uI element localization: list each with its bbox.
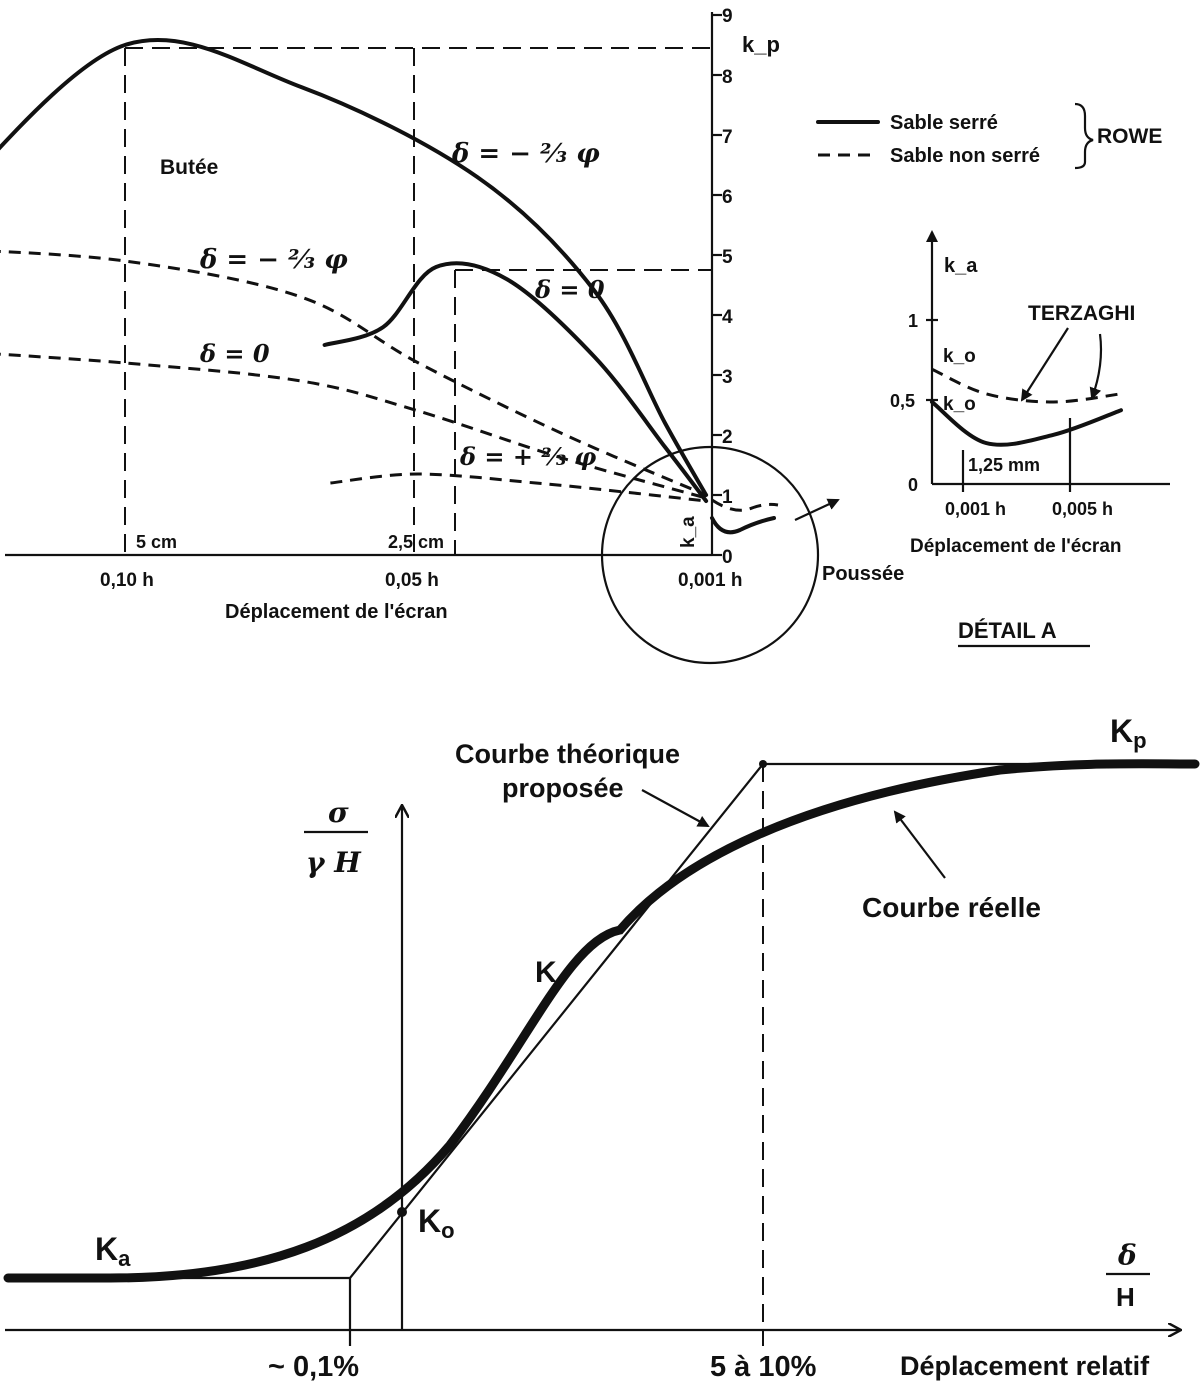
rowe-poussee-dense	[710, 516, 776, 535]
detail-marker-125mm: 1,25 mm	[968, 455, 1040, 475]
level-kp: Kp	[1110, 713, 1147, 753]
level-k: K	[535, 956, 557, 989]
detail-a-chart: k_a 0 0,5 1 1,25 mm 0,001 h 0,005 h Dépl…	[890, 230, 1170, 648]
svg-text:1: 1	[722, 487, 733, 508]
rowe-y-tick: 7	[712, 127, 733, 148]
detail-label-ko-lower: k_o	[943, 394, 976, 415]
annotation-theoretical-1: Courbe théorique	[455, 739, 680, 769]
detail-x-tick: 0,005 h	[1052, 499, 1113, 519]
label-loose-neg: δ = − ²⁄₃ φ	[199, 245, 348, 275]
detail-a-circle	[600, 445, 820, 665]
svg-text:8: 8	[722, 67, 733, 88]
detail-y-tick-label: 0	[908, 475, 918, 495]
legend-group-label: ROWE	[1097, 125, 1162, 148]
label-dense-zero: δ = 0	[534, 275, 605, 304]
rowe-x-tick-005h: 0,05 h	[385, 570, 439, 591]
annotation-theoretical-arrow	[641, 789, 710, 827]
annotation-real-arrow	[893, 810, 946, 879]
theoretical-curve	[5, 762, 1195, 1280]
rowe-y-label-ka: k_a	[678, 516, 699, 548]
detail-x-axis-label: Déplacement de l'écran	[910, 536, 1122, 557]
detail-y-tick-label: 0,5	[890, 391, 915, 411]
rowe-poussee-loose	[711, 498, 779, 512]
rowe-series	[0, 38, 709, 503]
annotation-theoretical-2: proposée	[502, 773, 624, 803]
rowe-x-tick-0001h: 0,001 h	[678, 570, 742, 591]
stress-x-label-num: δ	[1117, 1239, 1137, 1272]
legend: Sable serré Sable non serré ROWE	[816, 102, 1162, 170]
rowe-series-loose_zero	[0, 352, 707, 500]
rowe-y-tick: 8	[712, 67, 733, 88]
level-ka: Ka	[95, 1231, 131, 1271]
rowe-series-loose_pos	[330, 472, 707, 503]
rowe-series-loose_neg	[0, 249, 707, 497]
rowe-y-tick: 2	[712, 427, 733, 448]
stress-tick-01-label: ~ 0,1%	[268, 1351, 359, 1383]
svg-text:3: 3	[722, 367, 733, 388]
detail-terzaghi-arrow-1	[1020, 327, 1069, 402]
real-curve	[3, 759, 1200, 1283]
detail-a-arrow	[794, 498, 840, 521]
detail-series-lower	[930, 400, 1123, 447]
stress-x-axis-label: Déplacement relatif	[900, 1351, 1150, 1381]
rowe-region-poussee: Poussée	[822, 563, 904, 585]
rowe-x-tick-010h: 0,10 h	[100, 570, 154, 591]
rowe-y-tick: 1	[712, 487, 733, 508]
rowe-chart: 0 1 2 3 4 5 6 7 8 9 k_p k_a 0,10 h 0,05 …	[0, 6, 904, 665]
rowe-x-axis-label: Déplacement de l'écran	[225, 601, 448, 623]
stress-y-label-num: σ	[328, 796, 349, 829]
rowe-y-tick: 5	[712, 247, 733, 268]
ko-point	[397, 1207, 407, 1217]
detail-terzaghi-arrow-2	[1089, 333, 1103, 400]
rowe-marker-5cm: 5 cm	[136, 532, 177, 552]
level-ko: Ko	[418, 1203, 455, 1243]
svg-text:4: 4	[722, 307, 733, 328]
rowe-y-tick: 9	[712, 6, 733, 27]
rowe-series-dense_neg	[0, 38, 709, 497]
rowe-y-tick: 3	[712, 367, 733, 388]
stress-chart: σ γ H δ H Déplacement relatif ~ 0,1% 5 à…	[3, 713, 1200, 1383]
detail-y-tick-label: 1	[908, 311, 918, 331]
label-dense-neg: δ = − ²⁄₃ φ	[451, 139, 600, 169]
stress-x-label-den: H	[1116, 1282, 1135, 1312]
svg-text:5: 5	[722, 247, 733, 268]
detail-title: DÉTAIL A	[958, 618, 1057, 643]
rowe-y-label-kp: k_p	[742, 32, 780, 57]
rowe-region-butee: Butée	[160, 156, 218, 179]
detail-label-ko-upper: k_o	[943, 346, 976, 367]
annotation-real: Courbe réelle	[862, 892, 1041, 923]
svg-text:0: 0	[722, 547, 733, 568]
svg-text:2: 2	[722, 427, 733, 448]
rowe-y-ticks: 0 1 2 3 4 5 6 7 8 9	[712, 6, 733, 568]
svg-text:7: 7	[722, 127, 733, 148]
stress-y-label-den: γ H	[306, 846, 362, 879]
stress-tick-5-10-label: 5 à 10%	[710, 1351, 817, 1383]
label-loose-zero: δ = 0	[199, 339, 270, 368]
legend-solid-label: Sable serré	[890, 112, 998, 134]
legend-brace	[1074, 102, 1094, 170]
rowe-y-tick: 4	[712, 307, 733, 328]
label-loose-pos: δ = + ²⁄₃ φ	[459, 442, 597, 471]
legend-dashed-label: Sable non serré	[890, 145, 1040, 167]
svg-text:6: 6	[722, 187, 733, 208]
detail-x-tick: 0,001 h	[945, 499, 1006, 519]
theoretical-breakpoint	[759, 760, 767, 768]
detail-y-label: k_a	[944, 255, 978, 277]
svg-text:9: 9	[722, 6, 733, 27]
rowe-y-tick: 6	[712, 187, 733, 208]
rowe-y-tick: 0	[712, 547, 733, 568]
detail-label-terzaghi: TERZAGHI	[1028, 302, 1135, 325]
rowe-marker-25cm: 2,5 cm	[388, 532, 444, 552]
rowe-series-dense_zero	[322, 261, 709, 503]
